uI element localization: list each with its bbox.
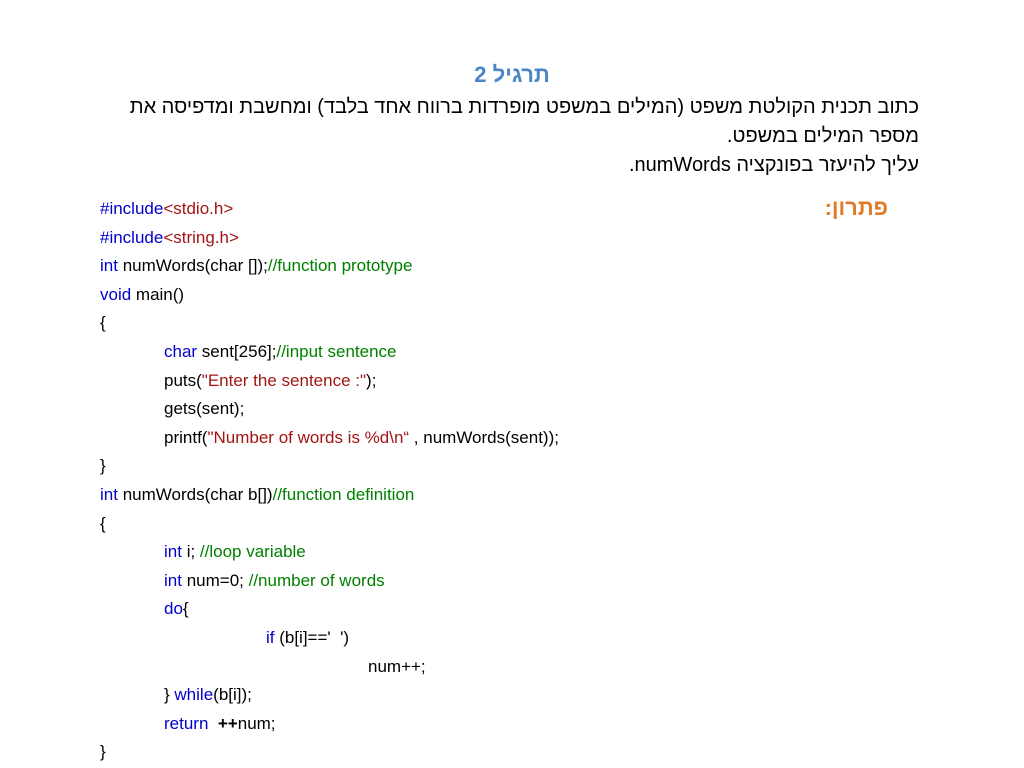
code-token: int bbox=[100, 484, 118, 504]
code-line: #include<string.h> bbox=[100, 224, 800, 253]
code-line: if (b[i]==' ') bbox=[100, 624, 800, 653]
code-token: num; bbox=[237, 713, 276, 733]
description-line-1: כתוב תכנית הקולטת משפט (המילים במשפט מופ… bbox=[129, 96, 919, 118]
slide-title: תרגיל 2 bbox=[474, 62, 550, 87]
code-token: { bbox=[100, 313, 106, 333]
code-block: #include<stdio.h>#include<string.h>int n… bbox=[100, 195, 800, 767]
code-token: numWords(char b[]) bbox=[117, 484, 273, 504]
code-token: do bbox=[164, 599, 183, 619]
code-token: <stdio.h> bbox=[163, 199, 234, 218]
code-token: { bbox=[100, 513, 106, 533]
code-token: //function definition bbox=[272, 484, 415, 504]
code-token: } bbox=[100, 742, 106, 762]
code-token: #include bbox=[100, 199, 164, 218]
code-line: int numWords(char []);//function prototy… bbox=[100, 252, 800, 281]
code-token: //loop variable bbox=[199, 542, 306, 562]
code-token: (b[i]==' ') bbox=[274, 627, 350, 647]
code-token: char bbox=[164, 341, 198, 361]
code-token: //function prototype bbox=[267, 256, 413, 276]
code-token: <string.h> bbox=[163, 227, 239, 247]
code-line: do{ bbox=[100, 595, 800, 624]
code-line: } while(b[i]); bbox=[100, 681, 800, 710]
code-line: num++; bbox=[100, 653, 800, 682]
exercise-description: כתוב תכנית הקולטת משפט (המילים במשפט מופ… bbox=[59, 93, 919, 180]
code-line: void main() bbox=[100, 281, 800, 310]
code-token: printf( bbox=[164, 427, 208, 447]
code-token: return bbox=[164, 713, 209, 733]
code-token: //number of words bbox=[248, 570, 385, 590]
code-token: puts( bbox=[164, 370, 202, 390]
code-token bbox=[208, 714, 217, 733]
code-token: ++ bbox=[217, 713, 238, 733]
solution-label: פתרון: bbox=[824, 195, 888, 220]
code-line: int num=0; //number of words bbox=[100, 567, 800, 596]
code-token: int bbox=[164, 570, 182, 590]
code-line: printf("Number of words is %d\n“ , numWo… bbox=[100, 424, 800, 453]
code-token: //input sentence bbox=[276, 341, 397, 361]
code-token: "Enter the sentence :" bbox=[201, 370, 367, 390]
code-token: void bbox=[100, 284, 132, 304]
code-token: num++; bbox=[368, 656, 426, 676]
code-line: gets(sent); bbox=[100, 395, 800, 424]
description-line-3: עליך להיעזר בפונקציה numWords. bbox=[628, 154, 919, 176]
code-token: #include bbox=[100, 227, 164, 247]
code-token: , numWords(sent)); bbox=[409, 427, 559, 447]
code-line: } bbox=[100, 452, 800, 481]
code-token: sent[256]; bbox=[197, 341, 277, 361]
code-token: gets(sent); bbox=[164, 399, 245, 419]
code-token: while bbox=[174, 685, 214, 705]
code-token: "Number of words is %d\n“ bbox=[207, 427, 410, 447]
code-token: } bbox=[100, 456, 106, 476]
code-line: #include<stdio.h> bbox=[100, 195, 800, 224]
code-token: numWords(char []); bbox=[117, 256, 268, 276]
code-token: num=0; bbox=[181, 570, 249, 590]
description-line-2: מספר המילים במשפט. bbox=[726, 125, 919, 147]
code-token: int bbox=[164, 542, 182, 562]
code-line: char sent[256];//input sentence bbox=[100, 338, 800, 367]
code-line: { bbox=[100, 510, 800, 539]
code-token: int bbox=[100, 256, 118, 276]
code-line: return ++num; bbox=[100, 710, 800, 739]
code-token: } bbox=[164, 685, 175, 705]
code-token: if bbox=[266, 627, 275, 647]
code-token: { bbox=[182, 599, 189, 619]
code-line: puts("Enter the sentence :"); bbox=[100, 367, 800, 396]
code-line: int i; //loop variable bbox=[100, 538, 800, 567]
code-token: i; bbox=[181, 542, 200, 562]
code-line: { bbox=[100, 309, 800, 338]
code-token: (b[i]); bbox=[213, 685, 252, 705]
code-token: main() bbox=[131, 284, 185, 304]
code-line: } bbox=[100, 738, 800, 767]
code-line: int numWords(char b[])//function definit… bbox=[100, 481, 800, 510]
code-token: ); bbox=[366, 370, 377, 390]
